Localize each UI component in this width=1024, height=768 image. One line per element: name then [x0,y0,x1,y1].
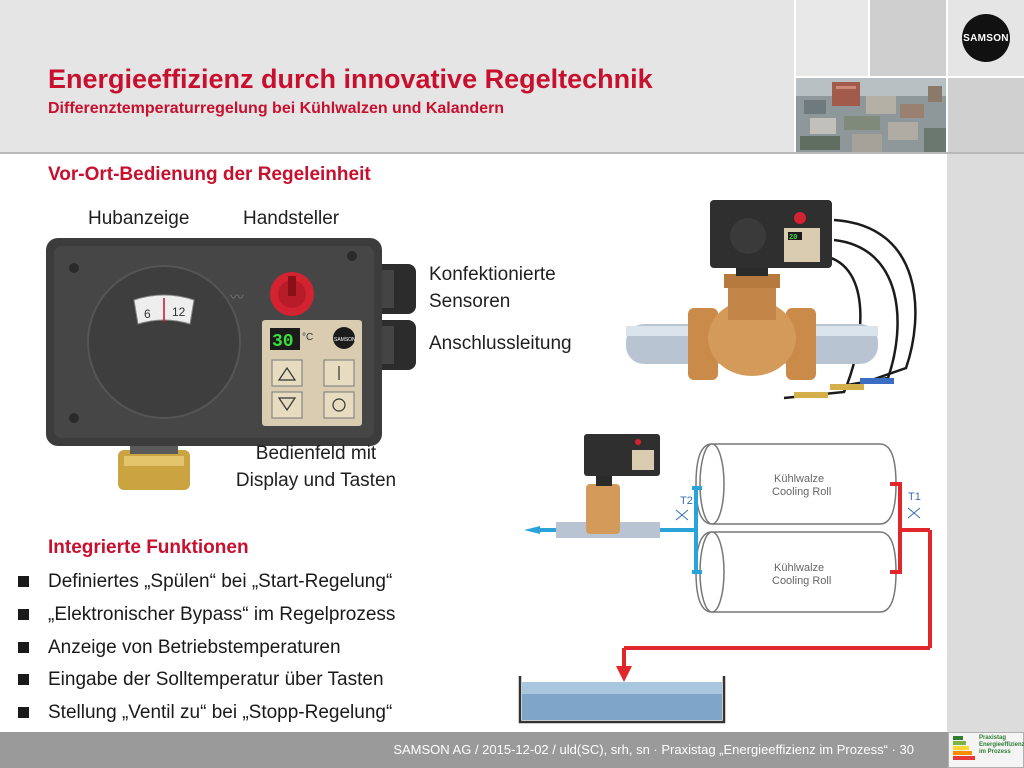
roll1-label-line1: Kühlwalze [774,473,824,485]
dial-number-left: 6 [144,307,151,321]
process-diagram: Kühlwalze Cooling Roll Kühlwalze Cooling… [518,434,932,724]
badge-text: Praxistag Energieeffizienz im Prozess [979,735,1024,756]
header-grid-line [794,76,1024,78]
panel-logo: SAMSON [334,337,356,343]
praxistag-badge: Praxistag Energieeffizienz im Prozess [948,732,1024,768]
sensor-t1-label: T1 [908,491,921,503]
section-title: Vor-Ort-Bedienung der Regeleinheit [48,164,371,185]
energy-label-icon [953,736,975,760]
roll1-label-line2: Cooling Roll [772,486,831,498]
header-divider [0,152,1024,154]
badge-line2: Energieeffizienz [979,742,1024,748]
page-title: Energieeffizienz durch innovative Regelt… [48,64,653,94]
label-panel-line2: Display und Tasten [235,470,397,491]
label-sensors: Konfektionierte Sensoren [429,261,556,315]
svg-text:〰: 〰 [230,289,244,305]
label-manual-adjuster: Handsteller [243,208,340,229]
list-item: Anzeige von Betriebstemperaturen [18,632,395,665]
dial-number-right: 12 [172,305,186,319]
header-block [948,78,1024,152]
right-side-strip [947,154,1024,732]
header-block [796,0,868,76]
label-control-panel: Bedienfeld mit Display und Tasten [210,440,422,494]
functions-title: Integrierte Funktionen [48,537,249,558]
page-subtitle: Differenztemperaturregelung bei Kühlwalz… [48,100,505,117]
list-item: Eingabe der Solltemperatur über Tasten [18,664,395,697]
label-sensors-line2: Sensoren [429,291,511,312]
city-photo [796,78,946,152]
samson-logo: SAMSON [962,14,1010,62]
header: SAMSON Energieeffizienz durch innovative… [0,0,1024,152]
label-connection-line: Anschlussleitung [429,333,572,354]
list-item: Stellung „Ventil zu“ bei „Stopp-Regelung… [18,697,395,730]
valve-illustration: 20 [626,200,917,400]
sensor-t2-label: T2 [680,495,693,507]
label-panel-line1: Bedienfeld mit [255,443,377,464]
header-block [870,0,946,76]
control-unit-illustration: 6 12 〰 30 °C SAMSON [46,238,416,490]
roll2-label-line2: Cooling Roll [772,575,831,587]
header-grid-line [868,0,870,76]
panel-display-value: 30 [272,332,294,352]
functions-list: Definiertes „Spülen“ bei „Start-Regelung… [18,566,395,730]
badge-line1: Praxistag [979,735,1007,741]
roll2-label-line1: Kühlwalze [774,562,824,574]
footer: SAMSON AG / 2015-12-02 / uld(SC), srh, s… [0,732,1024,768]
small-display-value: 20 [789,234,797,242]
panel-display-unit: °C [302,332,313,343]
list-item: „Elektronischer Bypass“ im Regelprozess [18,599,395,632]
label-stroke-indicator: Hubanzeige [88,208,190,229]
badge-line3: im Prozess [979,749,1011,755]
label-sensors-line1: Konfektionierte [429,264,556,285]
footer-text: SAMSON AG / 2015-12-02 / uld(SC), srh, s… [393,742,914,757]
list-item: Definiertes „Spülen“ bei „Start-Regelung… [18,566,395,599]
